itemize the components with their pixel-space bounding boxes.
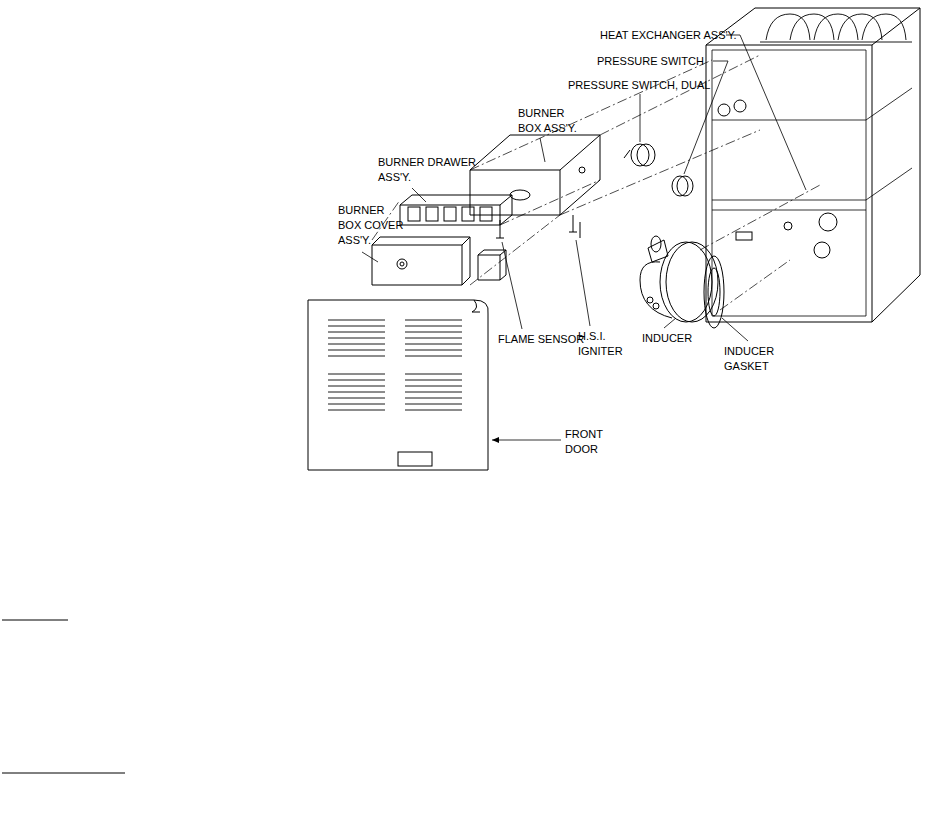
part-label: FRONT DOOR xyxy=(565,427,613,457)
part-label: PRESSURE SWITCH xyxy=(597,54,704,69)
part-label: HEAT EXCHANGER ASS'Y. xyxy=(600,28,737,43)
part-label: H.S.I. IGNITER xyxy=(578,329,628,359)
burner-drawer xyxy=(400,195,512,225)
burner-box xyxy=(470,135,600,215)
blank-underlines xyxy=(2,620,125,773)
inducer xyxy=(640,236,724,328)
part-label: BURNER BOX ASS'Y. xyxy=(518,106,584,136)
exploded-lines xyxy=(372,55,820,310)
heat-exchanger xyxy=(760,14,912,42)
front-door xyxy=(308,300,488,470)
part-label: BURNER DRAWER ASS'Y. xyxy=(378,155,478,185)
burner-box-cover xyxy=(372,237,506,285)
part-label: BURNER BOX COVER ASS'Y. xyxy=(338,203,404,248)
sensor-igniter xyxy=(496,215,580,238)
part-label: INDUCER xyxy=(642,331,692,346)
part-label: INDUCER GASKET xyxy=(724,344,786,374)
cabinet xyxy=(706,8,920,322)
part-label: FLAME SENSOR xyxy=(498,332,584,347)
leader-lines xyxy=(362,35,806,440)
part-label: PRESSURE SWITCH, DUAL xyxy=(568,78,710,93)
pressure-switches xyxy=(624,144,693,196)
